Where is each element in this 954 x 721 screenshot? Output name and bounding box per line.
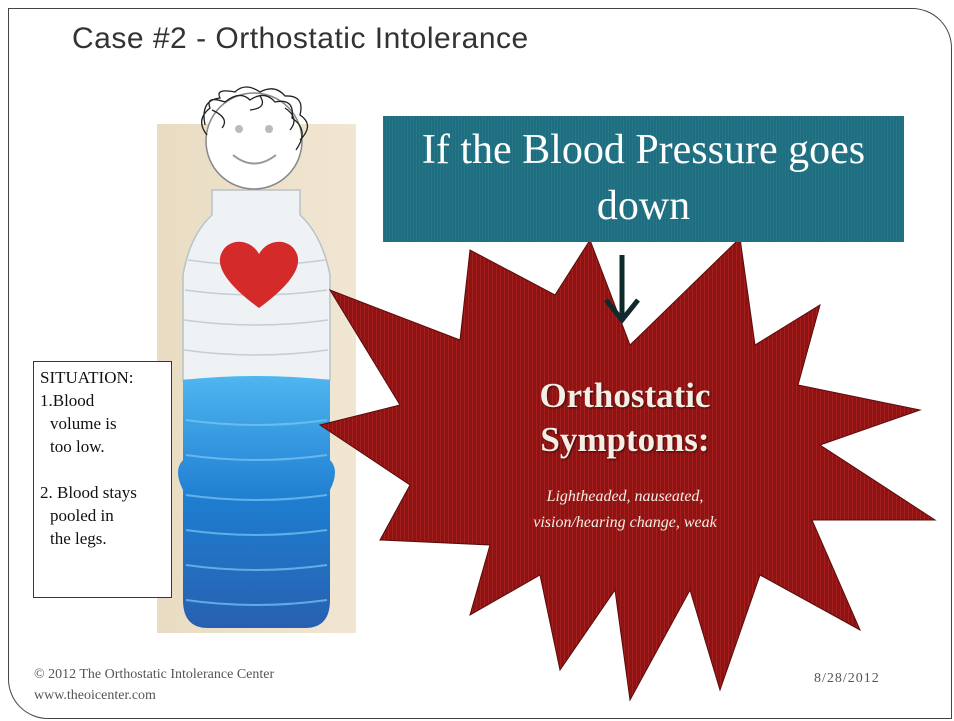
- symptoms-list: Lightheaded, nauseated, vision/hearing c…: [470, 484, 780, 536]
- footer-credits: © 2012 The Orthostatic Intolerance Cente…: [34, 664, 274, 706]
- footer-website: www.theoicenter.com: [34, 685, 274, 706]
- situation-item-1: 1.Blood: [40, 389, 165, 412]
- situation-box: SITUATION: 1.Blood volume is too low. 2.…: [33, 361, 172, 598]
- symptoms-list-line2: vision/hearing change, weak: [470, 510, 780, 536]
- situation-item-2: 2. Blood stays: [40, 481, 165, 504]
- bp-banner: If the Blood Pressure goes down: [383, 116, 904, 242]
- bottle-water: [178, 376, 335, 628]
- situation-heading: SITUATION:: [40, 366, 165, 389]
- situation-item-1b: volume is: [40, 412, 165, 435]
- footer-copyright: © 2012 The Orthostatic Intolerance Cente…: [34, 664, 274, 685]
- symptoms-starburst: [320, 238, 935, 700]
- situation-item-2b: pooled in: [40, 504, 165, 527]
- situation-item-2c: the legs.: [40, 527, 165, 550]
- footer-date: 8/28/2012: [814, 671, 880, 687]
- symptoms-heading: Orthostatic Symptoms:: [475, 374, 775, 462]
- symptoms-list-line1: Lightheaded, nauseated,: [470, 484, 780, 510]
- symptoms-heading-line1: Orthostatic: [475, 374, 775, 418]
- situation-item-1c: too low.: [40, 435, 165, 458]
- symptoms-heading-line2: Symptoms:: [475, 418, 775, 462]
